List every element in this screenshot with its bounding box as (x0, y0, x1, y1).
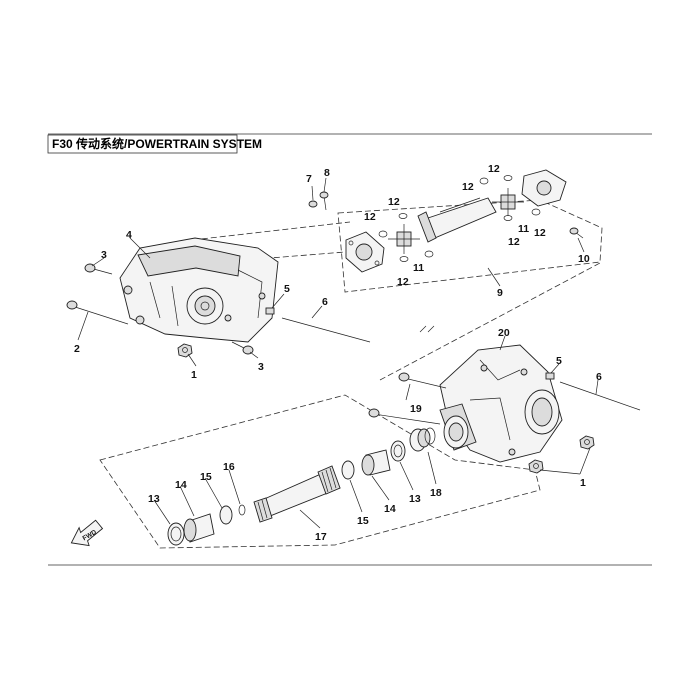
callout-10: 10 (578, 253, 590, 265)
u-joint-left (388, 224, 420, 254)
callout-11-left: 11 (413, 262, 424, 274)
callout-12-e: 12 (397, 276, 409, 288)
leader-lines (77, 177, 599, 529)
callout-4: 4 (126, 229, 132, 241)
flange-yoke-left (345, 231, 385, 273)
rear-shaft-group-outline (99, 394, 541, 549)
bearing-13-left (167, 522, 185, 546)
callout-12-d: 12 (364, 211, 376, 223)
u-joint-right (492, 188, 524, 216)
callout-6-rear: 6 (596, 371, 602, 383)
callout-15-left: 15 (200, 471, 212, 483)
bolt-2 (66, 300, 129, 325)
front-diff-housing (119, 237, 279, 343)
callouts: 1 1 2 3 3 4 5 5 6 6 7 8 9 10 11 11 12 12… (74, 163, 602, 543)
callout-13-right: 13 (409, 493, 421, 505)
callout-12-g: 12 (508, 236, 520, 248)
bolt-8 (319, 191, 329, 211)
callout-17: 17 (315, 531, 327, 543)
rear-link-dash (379, 262, 601, 381)
callout-5-rear: 5 (556, 355, 562, 367)
callout-1-rear: 1 (580, 477, 586, 489)
bolt-19 (368, 372, 447, 425)
callout-9: 9 (497, 287, 503, 299)
flange-yoke-right (521, 169, 567, 207)
nut-1-rear-a (579, 435, 595, 450)
nut-1-front (177, 343, 193, 358)
bearing-14-right (361, 449, 391, 476)
callout-20: 20 (498, 327, 510, 339)
callout-12-f: 12 (534, 227, 546, 239)
bearing-13-right (390, 440, 406, 462)
callout-18: 18 (430, 487, 442, 499)
bolt-3-left (84, 263, 113, 275)
rear-diff-housing (439, 344, 563, 463)
ring-15-right (341, 460, 355, 480)
callout-11-right: 11 (518, 223, 529, 235)
propshaft-tube (417, 197, 497, 243)
circlip-group (378, 175, 541, 262)
callout-16: 16 (223, 461, 235, 473)
bolt-10 (569, 227, 584, 239)
stud-5-front (265, 307, 275, 315)
long-bolt-6-front (281, 317, 371, 343)
callout-7: 7 (306, 173, 312, 185)
callout-12-c: 12 (388, 196, 400, 208)
page-title-text: F30 传动系统/POWERTRAIN SYSTEM (52, 136, 262, 151)
bolt-7 (308, 200, 318, 208)
fwd-arrow: FWD (70, 519, 104, 547)
seal-18 (409, 427, 436, 452)
callout-19: 19 (410, 403, 422, 415)
callout-12-a: 12 (488, 163, 500, 175)
callout-2: 2 (74, 343, 80, 355)
callout-3-left: 3 (101, 249, 107, 261)
nut-1-rear-b (528, 459, 544, 474)
page-title: F30 传动系统/POWERTRAIN SYSTEM (47, 134, 262, 154)
callout-12-b: 12 (462, 181, 474, 193)
callout-3-lower: 3 (258, 361, 264, 373)
callout-14-right: 14 (384, 503, 396, 515)
callout-14-left: 14 (175, 479, 187, 491)
pinion-shaft (253, 465, 341, 523)
stud-5-rear (545, 372, 555, 380)
callout-13-left: 13 (148, 493, 160, 505)
ring-15-left (219, 505, 233, 525)
callout-8: 8 (324, 167, 330, 179)
callout-1-front: 1 (191, 369, 197, 381)
callout-5-front: 5 (284, 283, 290, 295)
bearing-14-left (183, 513, 215, 543)
long-bolt-6-rear (559, 381, 641, 411)
callout-6-front: 6 (322, 296, 328, 308)
ring-16 (238, 504, 246, 516)
break-mark (419, 325, 435, 333)
callout-15-right: 15 (357, 515, 369, 527)
